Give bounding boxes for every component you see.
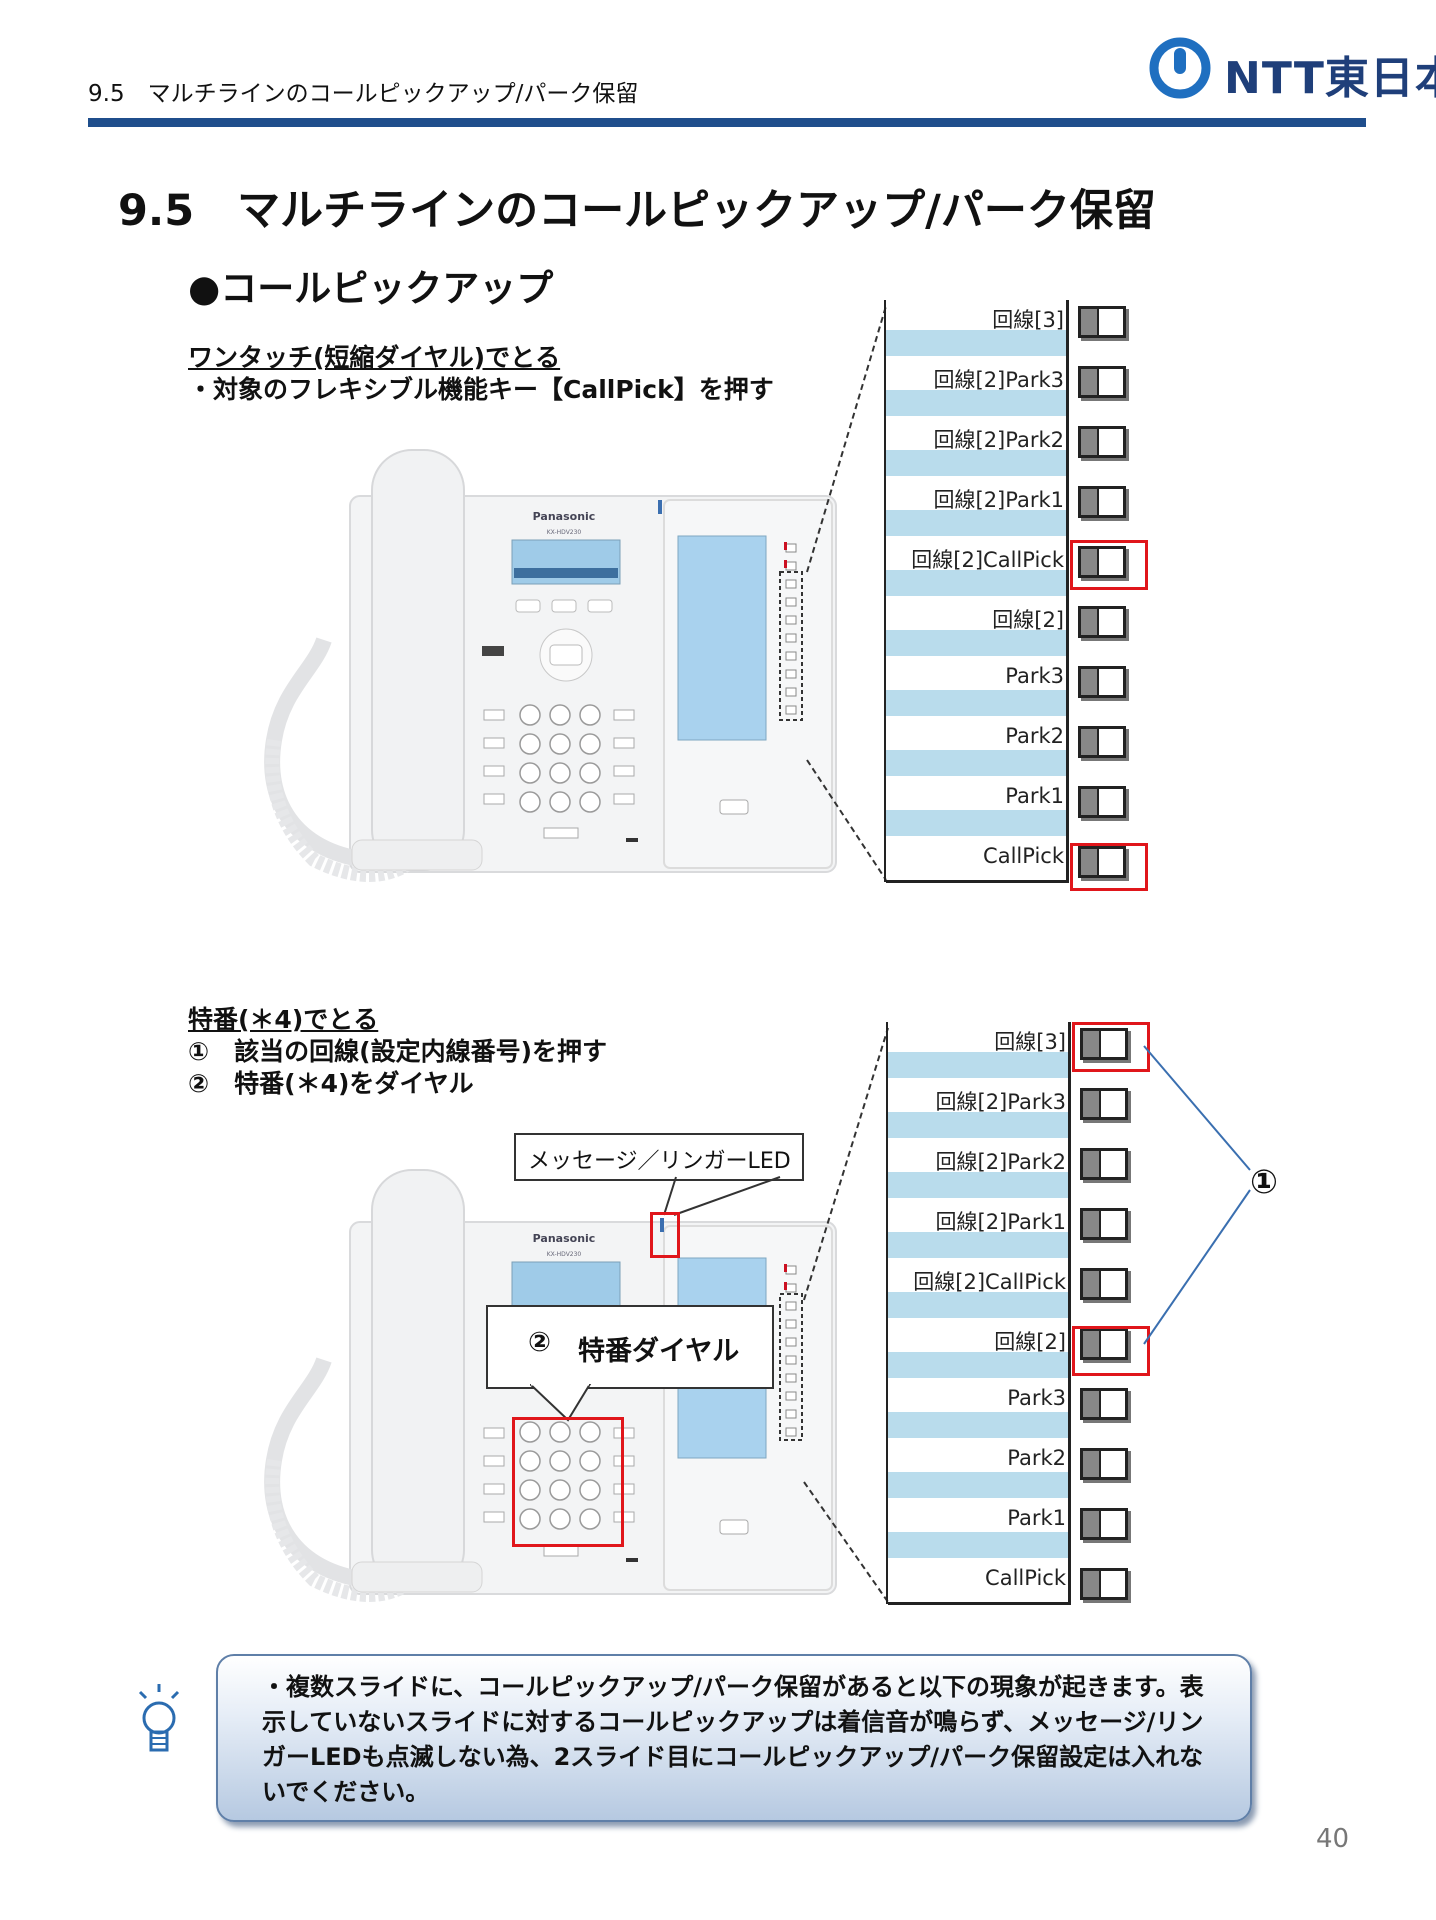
flex-key-2-6[interactable] [1080, 1388, 1128, 1420]
zoom-lines-2 [803, 1027, 889, 1603]
flex-key-2-2[interactable] [1080, 1148, 1128, 1180]
panel1-row-9: CallPick [983, 844, 1064, 868]
flex-key-1-3[interactable] [1078, 486, 1126, 518]
svg-text:KX-HDV230: KX-HDV230 [547, 1251, 582, 1258]
flex-key-2-7[interactable] [1080, 1448, 1128, 1480]
one-touch-heading: ワンタッチ(短縮ダイヤル)でとる [188, 343, 561, 372]
phone-brand: Panasonic [533, 510, 596, 523]
ntt-logo-icon [1149, 37, 1211, 99]
panel1-row-7: Park2 [886, 720, 1066, 780]
ip-phone-illustration-1: Panasonic KX-HDV230 [264, 449, 837, 882]
key-panel-1: 回線[3] 回線[2]Park3 回線[2]Park2 回線[2]Park1 回… [884, 300, 1069, 883]
ntt-logo-text: NTT東日本 [1224, 53, 1436, 104]
flex-key-1-6[interactable] [1078, 666, 1126, 698]
flex-key-1-4[interactable] [1078, 546, 1126, 578]
flex-key-1-5[interactable] [1078, 606, 1126, 638]
feature-code-heading: 特番(＊4)でとる [188, 1005, 379, 1034]
dial-callout-number: ② [528, 1327, 551, 1358]
highlight-callpick [1070, 843, 1148, 891]
flex-key-2-3[interactable] [1080, 1208, 1128, 1240]
panel2-row-1: 回線[2]Park3 [888, 1082, 1068, 1142]
panel1-row-5: 回線[2] [886, 600, 1066, 660]
highlight-keypad [512, 1417, 624, 1547]
panel2-row-4: 回線[2]CallPick [888, 1262, 1068, 1322]
flex-key-1-1[interactable] [1078, 366, 1126, 398]
panel2-row-5: 回線[2] [888, 1322, 1068, 1382]
panel1-row-3: 回線[2]Park1 [886, 480, 1066, 540]
lightbulb-icon [138, 1684, 180, 1752]
page-title: 9.5 マルチラインのコールピックアップ/パーク保留 [118, 186, 1156, 236]
panel1-row-2: 回線[2]Park2 [886, 420, 1066, 480]
panel1-row-1: 回線[2]Park3 [886, 360, 1066, 420]
key-panel-2: 回線[3] 回線[2]Park3 回線[2]Park2 回線[2]Park1 回… [886, 1022, 1071, 1605]
section-heading: ●コールピックアップ [188, 267, 554, 310]
dial-callout-label: 特番ダイヤル [578, 1336, 740, 1367]
panel1-row-8: Park1 [886, 780, 1066, 840]
led-callout-pointer [663, 1176, 781, 1216]
marker-connector-lines [1143, 1045, 1251, 1345]
highlight-line3 [1072, 1022, 1150, 1072]
flex-key-1-2[interactable] [1078, 426, 1126, 458]
panel2-row-7: Park2 [888, 1442, 1068, 1502]
note-box [216, 1654, 1252, 1822]
flex-key-2-8[interactable] [1080, 1508, 1128, 1540]
panel1-row-4: 回線[2]CallPick [886, 540, 1066, 600]
led-callout: メッセージ／リンガーLED [514, 1133, 804, 1181]
panel1-row-0: 回線[3] [886, 300, 1066, 360]
panel2-row-6: Park3 [888, 1382, 1068, 1442]
svg-text:KX-HDV230: KX-HDV230 [547, 529, 582, 536]
phone-brand-2: Panasonic [533, 1232, 596, 1245]
panel2-row-3: 回線[2]Park1 [888, 1202, 1068, 1262]
flex-key-2-9[interactable] [1080, 1568, 1128, 1600]
highlight-line2 [1072, 1326, 1150, 1376]
led-callout-label: メッセージ／リンガーLED [528, 1149, 791, 1174]
panel2-row-0: 回線[3] [888, 1022, 1068, 1082]
header-rule [88, 118, 1366, 127]
flex-key-2-0[interactable] [1080, 1028, 1128, 1060]
flex-key-1-0[interactable] [1078, 306, 1126, 338]
flex-key-1-9[interactable] [1078, 846, 1126, 878]
highlight-callpick-line2 [1070, 540, 1148, 590]
header-section-title: 9.5 マルチラインのコールピックアップ/パーク保留 [88, 81, 639, 107]
marker-1: ① [1250, 1162, 1278, 1201]
one-touch-instruction: ・対象のフレキシブル機能キー【CallPick】を押す [188, 375, 774, 404]
flex-key-1-8[interactable] [1078, 786, 1126, 818]
feature-code-step-2: ② 特番(＊4)をダイヤル [188, 1069, 474, 1098]
panel2-row-2: 回線[2]Park2 [888, 1142, 1068, 1202]
panel2-row-9: CallPick [985, 1566, 1066, 1590]
feature-code-step-1: ① 該当の回線(設定内線番号)を押す [188, 1037, 608, 1066]
dial-callout-pointer [530, 1384, 592, 1422]
flex-key-2-5[interactable] [1080, 1328, 1128, 1360]
panel1-row-6: Park3 [886, 660, 1066, 720]
flex-key-2-4[interactable] [1080, 1268, 1128, 1300]
note-text: ・複数スライドに、コールピックアップ/パーク保留があると以下の現象が起きます。表… [262, 1673, 1204, 1806]
zoom-lines-1 [806, 305, 887, 881]
flex-key-2-1[interactable] [1080, 1088, 1128, 1120]
dial-callout: ② 特番ダイヤル [486, 1305, 774, 1389]
page-number: 40 [1316, 1824, 1350, 1854]
panel2-row-8: Park1 [888, 1502, 1068, 1562]
highlight-led [650, 1212, 680, 1258]
flex-key-1-7[interactable] [1078, 726, 1126, 758]
